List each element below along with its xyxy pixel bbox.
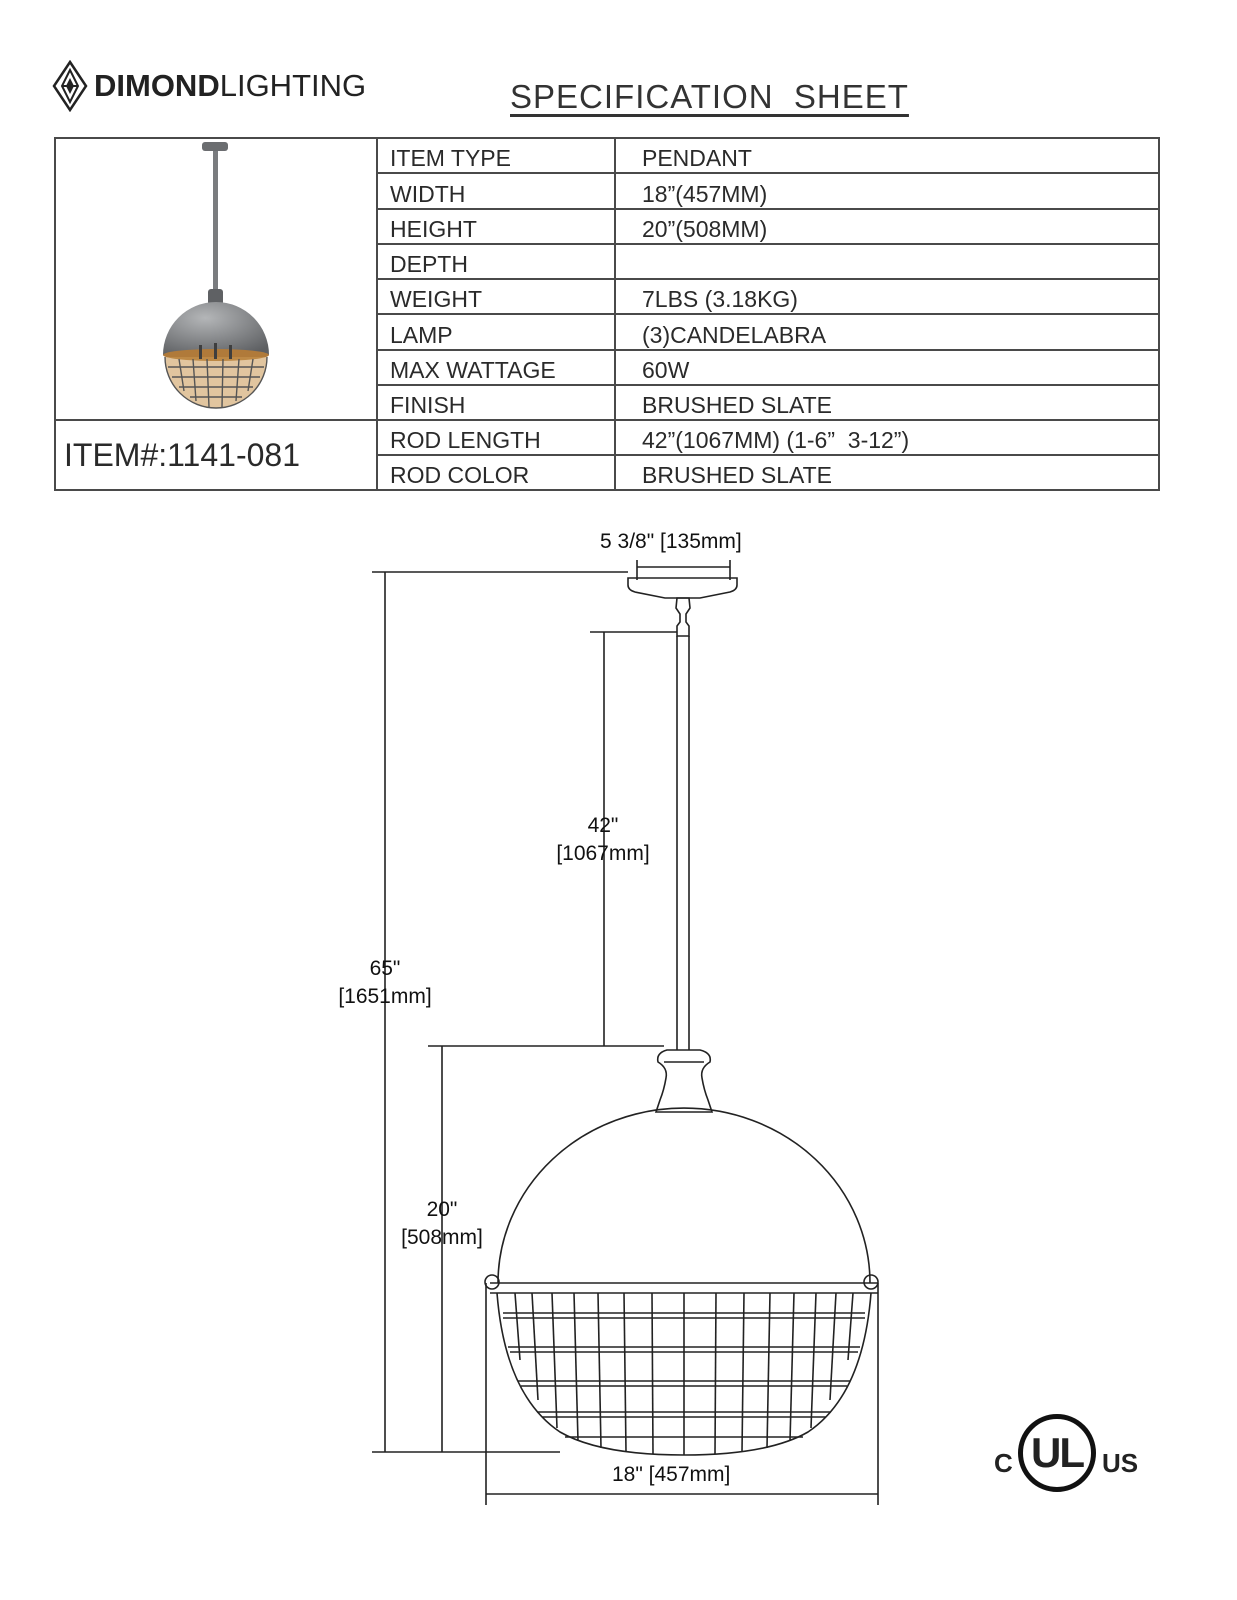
spec-row: WEIGHT 7LBS (3.18KG) — [55, 277, 1160, 316]
spec-row: HEIGHT 20”(508MM) — [55, 207, 1160, 245]
spec-key: FINISH — [376, 383, 616, 422]
spec-key: WEIGHT — [376, 277, 616, 316]
spec-key: HEIGHT — [376, 207, 616, 245]
page-title: SPECIFICATION SHEET — [510, 78, 909, 115]
spec-row: WIDTH 18”(457MM) — [55, 172, 1160, 210]
spec-row: FINISH BRUSHED SLATE — [55, 383, 1160, 422]
cert-left: C — [994, 1448, 1013, 1478]
spec-value: 20”(508MM) — [614, 207, 1160, 245]
product-thumbnail — [54, 137, 378, 421]
spec-key: MAX WATTAGE — [376, 348, 616, 386]
fixture-width-label: 18" [457mm] — [612, 1463, 731, 1486]
spec-key: LAMP — [376, 313, 616, 351]
spec-value: 7LBS (3.18KG) — [614, 277, 1160, 316]
pendant-thumbnail-image — [163, 142, 269, 409]
spec-value: 42”(1067MM) (1-6” 3-12”) — [614, 419, 1160, 456]
spec-value — [614, 242, 1160, 281]
canopy-width-label: 5 3/8" [135mm] — [600, 530, 742, 553]
ul-certification-mark: C UL US — [990, 1414, 1150, 1504]
spec-value: 60W — [614, 348, 1160, 386]
spec-value: BRUSHED SLATE — [614, 454, 1160, 491]
diamond-logo-icon — [52, 60, 88, 112]
spec-key: ROD COLOR — [376, 454, 616, 491]
overall-height-label: 65" [1651mm] — [338, 957, 432, 1008]
cert-right: US — [1102, 1448, 1139, 1478]
dimension-drawing — [372, 560, 879, 1505]
spec-table: ITEM TYPE PENDANT WIDTH 18”(457MM) HEIGH… — [54, 136, 1160, 491]
brand-name: DIMONDLIGHTING — [94, 68, 367, 103]
spec-key: DEPTH — [376, 242, 616, 281]
spec-value: 18”(457MM) — [614, 172, 1160, 210]
spec-row: ITEM TYPE PENDANT — [54, 136, 1160, 421]
spec-row: ITEM#:1141-081 ROD LENGTH 42”(1067MM) (1… — [54, 419, 1160, 491]
ul-circle-icon: UL — [1018, 1414, 1096, 1492]
spec-value: PENDANT — [614, 136, 1160, 175]
brand-logo: DIMONDLIGHTING — [52, 60, 366, 112]
spec-key: ROD LENGTH — [376, 419, 616, 456]
spec-row: MAX WATTAGE 60W — [55, 348, 1160, 386]
spec-key: WIDTH — [376, 172, 616, 210]
spec-value: (3)CANDELABRA — [614, 313, 1160, 351]
spec-key: ITEM TYPE — [376, 136, 616, 175]
fixture-height-label: 20" [508mm] — [401, 1198, 483, 1249]
spec-row: ROD COLOR BRUSHED SLATE — [55, 454, 1160, 491]
item-number: ITEM#:1141-081 — [54, 419, 378, 491]
spec-value: BRUSHED SLATE — [614, 383, 1160, 422]
spec-row: DEPTH — [55, 242, 1160, 281]
rod-length-label: 42" [1067mm] — [556, 814, 650, 865]
spec-row: LAMP (3)CANDELABRA — [55, 313, 1160, 351]
canopy-outline — [627, 577, 738, 599]
